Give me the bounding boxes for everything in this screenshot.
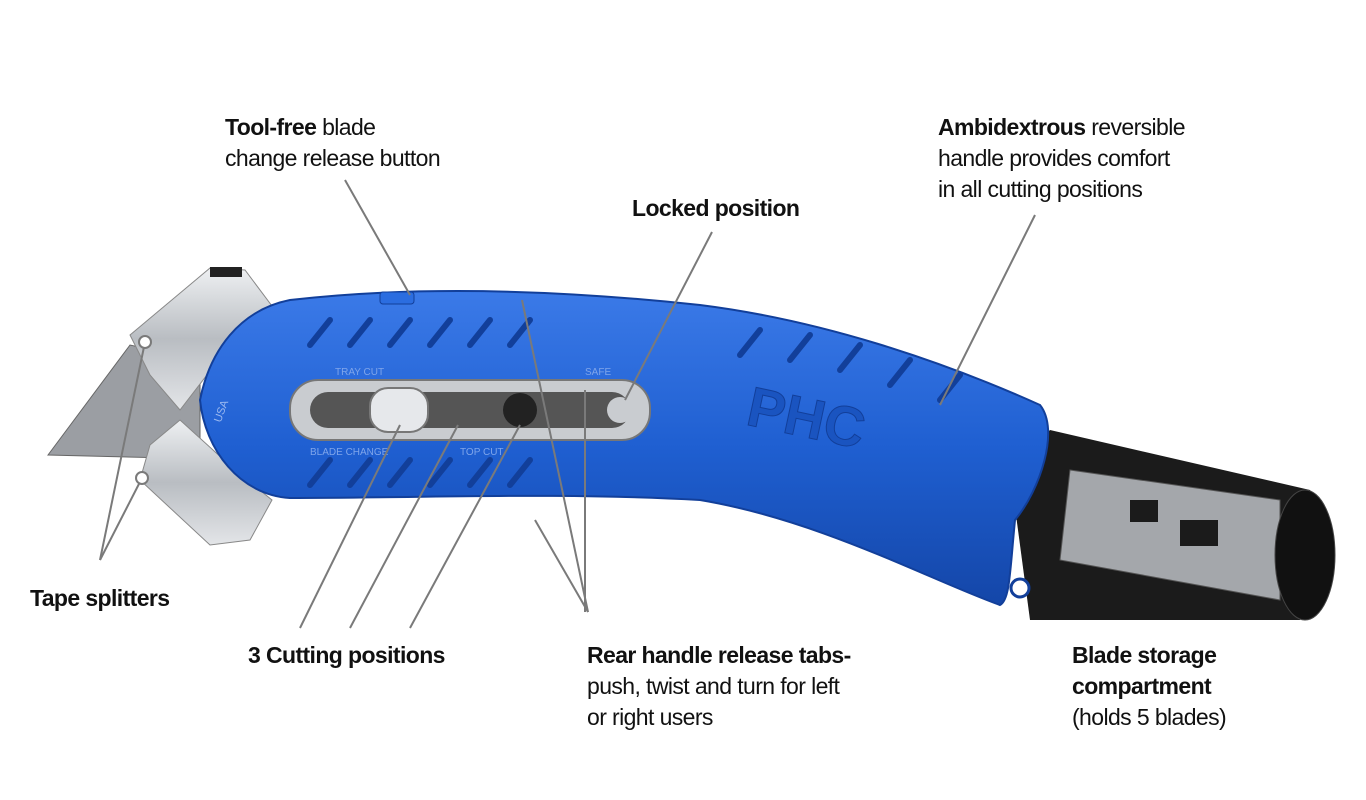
leader-tape-splitter-lower <box>99 477 143 561</box>
lower-blade-guard <box>139 419 273 546</box>
release-button <box>379 291 415 305</box>
label-ambidextrous-line2: handle provides comfort <box>938 145 1170 171</box>
label-rear-tabs-line2: push, twist and turn for left <box>587 673 840 699</box>
blue-handle <box>198 289 1050 607</box>
label-cutting-positions-bold: 3 Cutting positions <box>248 642 445 668</box>
leader-rear-upper <box>521 299 589 613</box>
storage-cap <box>1274 489 1336 621</box>
safe-marking: SAFE <box>585 367 611 378</box>
leader-cut-3 <box>409 424 521 629</box>
stored-blades <box>1059 469 1281 601</box>
blade-slider-button <box>369 387 429 433</box>
label-tool-free-rest: blade <box>316 114 376 140</box>
label-rear-handle-tabs: Rear handle release tabs- push, twist an… <box>587 640 851 733</box>
lanyard-hole <box>1009 577 1031 599</box>
label-locked-position: Locked position <box>632 193 800 224</box>
top-cut-marking: TOP CUT <box>460 447 504 458</box>
leader-rear-lower <box>534 519 589 613</box>
label-rear-tabs-bold: Rear handle release tabs- <box>587 642 851 668</box>
label-rear-tabs-line3: or right users <box>587 704 713 730</box>
label-tape-splitters-bold: Tape splitters <box>30 585 170 611</box>
leader-lines <box>99 179 1036 629</box>
label-ambidextrous-rest: reversible <box>1085 114 1185 140</box>
label-blade-storage-bold: Blade storage <box>1072 642 1217 668</box>
leader-tape-splitter-upper <box>99 341 146 561</box>
leader-tool-free <box>344 179 411 296</box>
tray-cut-marking: TRAY CUT <box>335 367 384 378</box>
label-locked-bold: Locked position <box>632 195 800 221</box>
label-ambidextrous: Ambidextrous reversible handle provides … <box>938 112 1186 205</box>
label-tool-free-line2: change release button <box>225 145 441 171</box>
leader-locked <box>624 231 713 401</box>
label-blade-storage: Blade storage compartment (holds 5 blade… <box>1072 640 1227 733</box>
label-blade-storage-line3: (holds 5 blades) <box>1072 704 1227 730</box>
label-tool-free-bold: Tool-free <box>225 114 317 140</box>
leader-cut-2 <box>349 424 459 629</box>
label-ambidextrous-line3: in all cutting positions <box>938 176 1143 202</box>
grip-ridges <box>307 317 963 488</box>
leader-ambidextrous <box>939 214 1036 406</box>
label-blade-storage-bold2: compartment <box>1072 673 1212 699</box>
blade-change-marking: BLADE CHANGE <box>310 447 389 458</box>
label-cutting-positions: 3 Cutting positions <box>248 640 445 671</box>
label-tool-free: Tool-free blade change release button <box>225 112 441 174</box>
label-ambidextrous-bold: Ambidextrous <box>938 114 1086 140</box>
label-tape-splitters: Tape splitters <box>30 583 170 614</box>
leader-cut-1 <box>299 424 401 629</box>
